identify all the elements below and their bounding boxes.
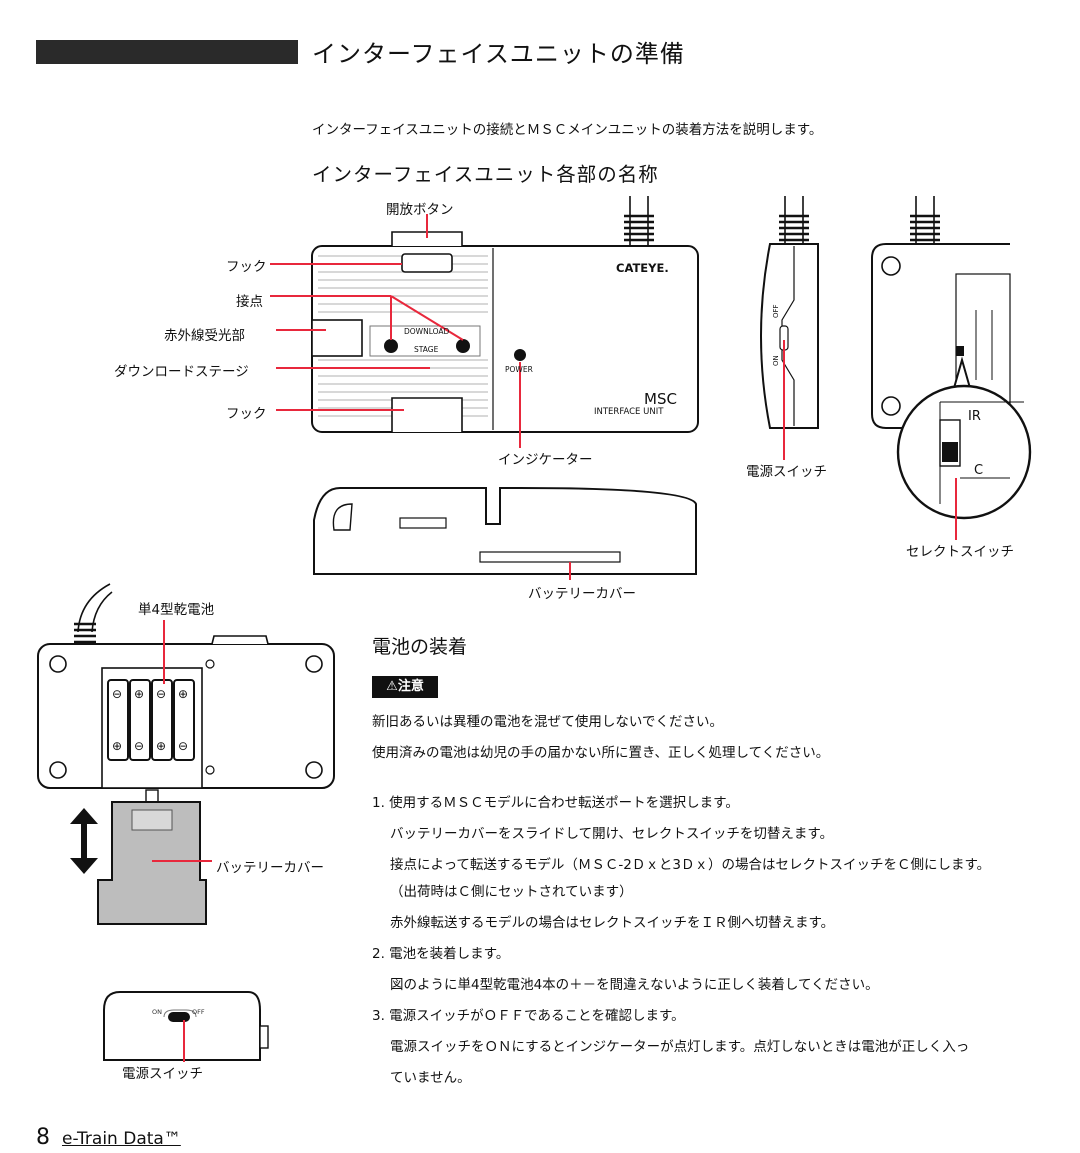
power-switch-view [103,991,269,1061]
switch-off-label: OFF [192,1008,205,1016]
step-2: 2. 電池を装着します。 [372,946,510,962]
label-release-button: 開放ボタン [386,202,454,218]
step-1-line-2: バッテリーカバーをスライドして開け、セレクトスイッチを切替えます。 [390,826,834,842]
caution-line-1: 新旧あるいは異種の電池を混ぜて使用しないでください。 [372,714,723,730]
parts-diagram: IR C CATEYE. DOWNLOAD STAGE POWER MSCINTERFA… [270,196,1032,580]
svg-text:⊕: ⊕ [178,687,188,701]
ir-label: IR [968,409,981,424]
step-1-line-5: 赤外線転送するモデルの場合はセレクトスイッチをＩＲ側へ切替えます。 [390,915,835,931]
svg-text:⊖: ⊖ [156,687,166,701]
step-2-line-2: 図のように単4型乾電池4本の＋－を間違えないように正しく装着してください。 [390,977,879,993]
svg-text:⊖: ⊖ [134,739,144,753]
battery-cover [97,789,207,925]
header-bar [36,40,298,64]
aaa-batteries: ⊖ ⊕ ⊖ ⊕ ⊕ ⊖ ⊕ ⊖ [107,679,195,761]
label-select-switch: セレクトスイッチ [906,544,1014,560]
battery-heading: 電池の装着 [372,636,468,658]
label-power-switch-2: 電源スイッチ [122,1066,203,1082]
interface-unit-profile [313,487,697,575]
caution-line-2: 使用済みの電池は幼児の手の届かない所に置き、正しく処理してください。 [372,745,830,761]
slide-arrow-icon [70,808,98,874]
label-contacts: 接点 [236,294,263,310]
download-text: DOWNLOAD [404,327,450,336]
step-1-line-3: 接点によって転送するモデル（ＭＳＣ-2Ｄｘと3Ｄｘ）の場合はセレクトスイッチをＣ… [390,857,991,873]
battery-diagram: ⊖ ⊕ ⊖ ⊕ ⊕ ⊖ ⊕ ⊖ ON OFF [37,583,335,1062]
label-ir-receiver: 赤外線受光部 [164,328,245,344]
svg-text:⊖: ⊖ [178,739,188,753]
parts-heading: インターフェイスユニット各部の名称 [312,163,659,186]
page-number: 8 [36,1125,50,1150]
step-3: 3. 電源スイッチがＯＦＦであることを確認します。 [372,1008,685,1024]
model-sub-text: INTERFACE UNIT [594,407,664,417]
label-power-switch: 電源スイッチ [746,464,827,480]
svg-text:⊕: ⊕ [134,687,144,701]
label-hook-bottom: フック [226,406,267,422]
step-3-line-3: ていません。 [390,1070,471,1086]
interface-unit-front [311,196,699,433]
switch-on-label: ON [152,1008,162,1016]
label-battery-cover: バッテリーカバー [528,586,636,602]
label-battery-cover-2: バッテリーカバー [216,860,324,876]
svg-text:⊕: ⊕ [112,739,122,753]
stage-text: STAGE [414,345,439,354]
interface-unit-side [760,196,819,429]
interface-unit-back [871,196,1011,429]
svg-text:⊕: ⊕ [156,739,166,753]
step-1-line-4: （出荷時はＣ側にセットされています） [390,884,633,900]
footer-title: e-Train Data™ [62,1129,181,1149]
svg-text:⊖: ⊖ [112,687,122,701]
select-switch-magnifier [896,356,1032,520]
page-title: インターフェイスユニットの準備 [312,40,685,68]
callout-lines [270,214,957,580]
side-on-text: ON [772,355,780,366]
caution-badge: ⚠注意 [372,676,438,698]
side-off-text: OFF [772,304,780,318]
label-indicator: インジケーター [498,452,593,468]
c-label: C [974,463,983,478]
model-text: MSC [644,390,677,408]
label-download-stage: ダウンロードステージ [114,364,249,380]
brand-logo: CATEYE. [616,261,669,275]
label-hook-top: フック [226,259,267,275]
step-1: 1. 使用するＭＳＣモデルに合わせ転送ポートを選択します。 [372,795,739,811]
intro-text: インターフェイスユニットの接続とＭＳＣメインユニットの装着方法を説明します。 [312,122,823,138]
step-3-line-2: 電源スイッチをＯＮにするとインジケーターが点灯します。点灯しないときは電池が正し… [390,1039,970,1055]
label-aaa-battery: 単4型乾電池 [138,602,215,618]
power-text: POWER [505,365,533,374]
